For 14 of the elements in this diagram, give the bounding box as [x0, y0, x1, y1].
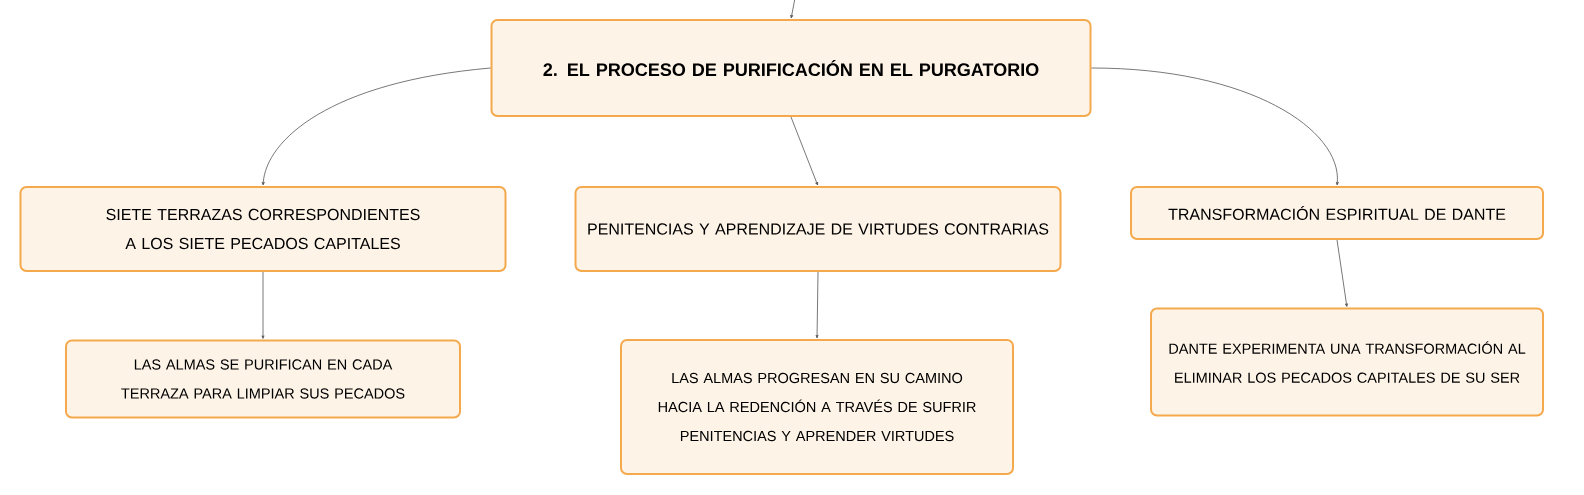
subtopic-box: LAS ALMAS SE PURIFICAN EN CADA TERRAZA PARA LIMPIAR SUS PECADOS [65, 339, 461, 419]
subtopic-box: LAS ALMAS PROGRESAN EN SU CAMINO HACIA LA REDENCIÓN A TRAVÉS DE SUFRIR PENITENCIAS Y APRENDER VIRTUDES [620, 339, 1014, 475]
subtopic-box: DANTE EXPERIMENTA UNA TRANSFORMACIÓN AL ELIMINAR LOS PECADOS CAPITALES DE SU SER [1150, 307, 1544, 417]
arrow [261, 271, 265, 339]
arrow [1091, 67, 1339, 186]
subtopic-box: PENITENCIAS Y APRENDIZAJE DE VIRTUDES CONTRARIAS [574, 186, 1062, 272]
topic-box: 2. EL PROCESO DE PURIFICACIÓN EN EL PURGATORIO [490, 19, 1092, 117]
subtopic-box: SIETE TERRAZAS CORRESPONDIENTES A LOS SIETE PECADOS CAPITALES [19, 186, 507, 272]
arrow [815, 271, 819, 339]
arrow [261, 67, 491, 186]
arrow [1336, 239, 1348, 307]
arrow [790, 116, 819, 186]
subtopic-box: TRANSFORMACIÓN ESPIRITUAL DE DANTE [1130, 186, 1544, 240]
arrow [790, 0, 796, 19]
